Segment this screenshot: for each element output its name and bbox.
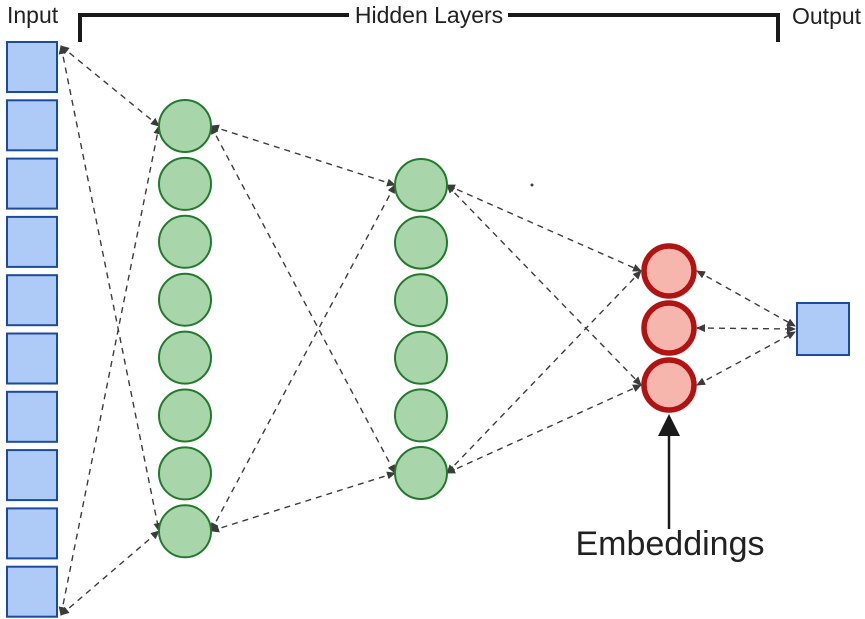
output-label: Output [792,3,862,29]
connector-line [696,270,796,327]
input-node [6,41,58,93]
input-node [6,215,58,268]
connector-line [446,384,642,474]
connector-line [446,184,642,272]
hidden1-node [158,214,212,269]
stray-dot [530,183,534,187]
connector-line [446,270,642,474]
input-label: Input [7,2,59,28]
connector-line [446,184,642,386]
input-node [6,449,58,502]
hidden2-node [394,215,448,270]
connector-line [58,125,162,616]
hidden1-node [158,504,212,559]
connector-line [58,45,162,532]
output-node [796,302,850,356]
embedding-node [641,243,697,299]
connector-line [696,324,796,333]
hidden2-node [394,158,448,212]
input-node [6,99,58,152]
embeddings-arrowhead [658,414,680,436]
connector-line [60,45,160,127]
hidden-layers-bracket [78,13,780,42]
hidden1-node [158,272,212,327]
hidden1-node [158,99,212,153]
embedding-node [641,300,697,356]
input-node [6,332,58,385]
connector-line [210,471,396,533]
connector-line [210,124,396,187]
input-node [6,274,58,327]
hidden2-node [394,273,448,328]
hidden1-node [158,388,212,443]
hidden2-node [394,330,448,385]
connector-line [210,184,396,532]
hidden1-node [158,156,212,211]
connector-line [696,331,796,386]
hidden2-node [394,388,448,443]
connector-line [60,530,160,616]
hidden-layers-label: Hidden Layers [354,2,504,28]
embeddings-label: Embeddings [575,525,765,563]
hidden2-node [394,446,448,500]
hidden1-node [158,330,212,385]
input-node [6,390,58,443]
input-node [6,507,58,560]
connector-line [210,125,396,474]
input-node [6,565,58,618]
hidden1-node [158,446,212,501]
embedding-node [641,357,697,413]
input-node [6,157,58,210]
